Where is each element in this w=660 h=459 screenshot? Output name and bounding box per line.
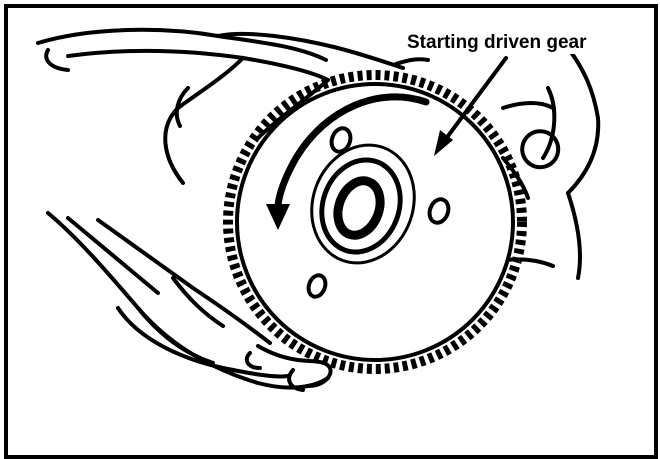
figure-frame: Starting driven gear bbox=[4, 4, 658, 459]
gear-icon bbox=[228, 75, 522, 369]
callout-label: Starting driven gear bbox=[403, 32, 591, 54]
gear-illustration bbox=[8, 8, 654, 455]
